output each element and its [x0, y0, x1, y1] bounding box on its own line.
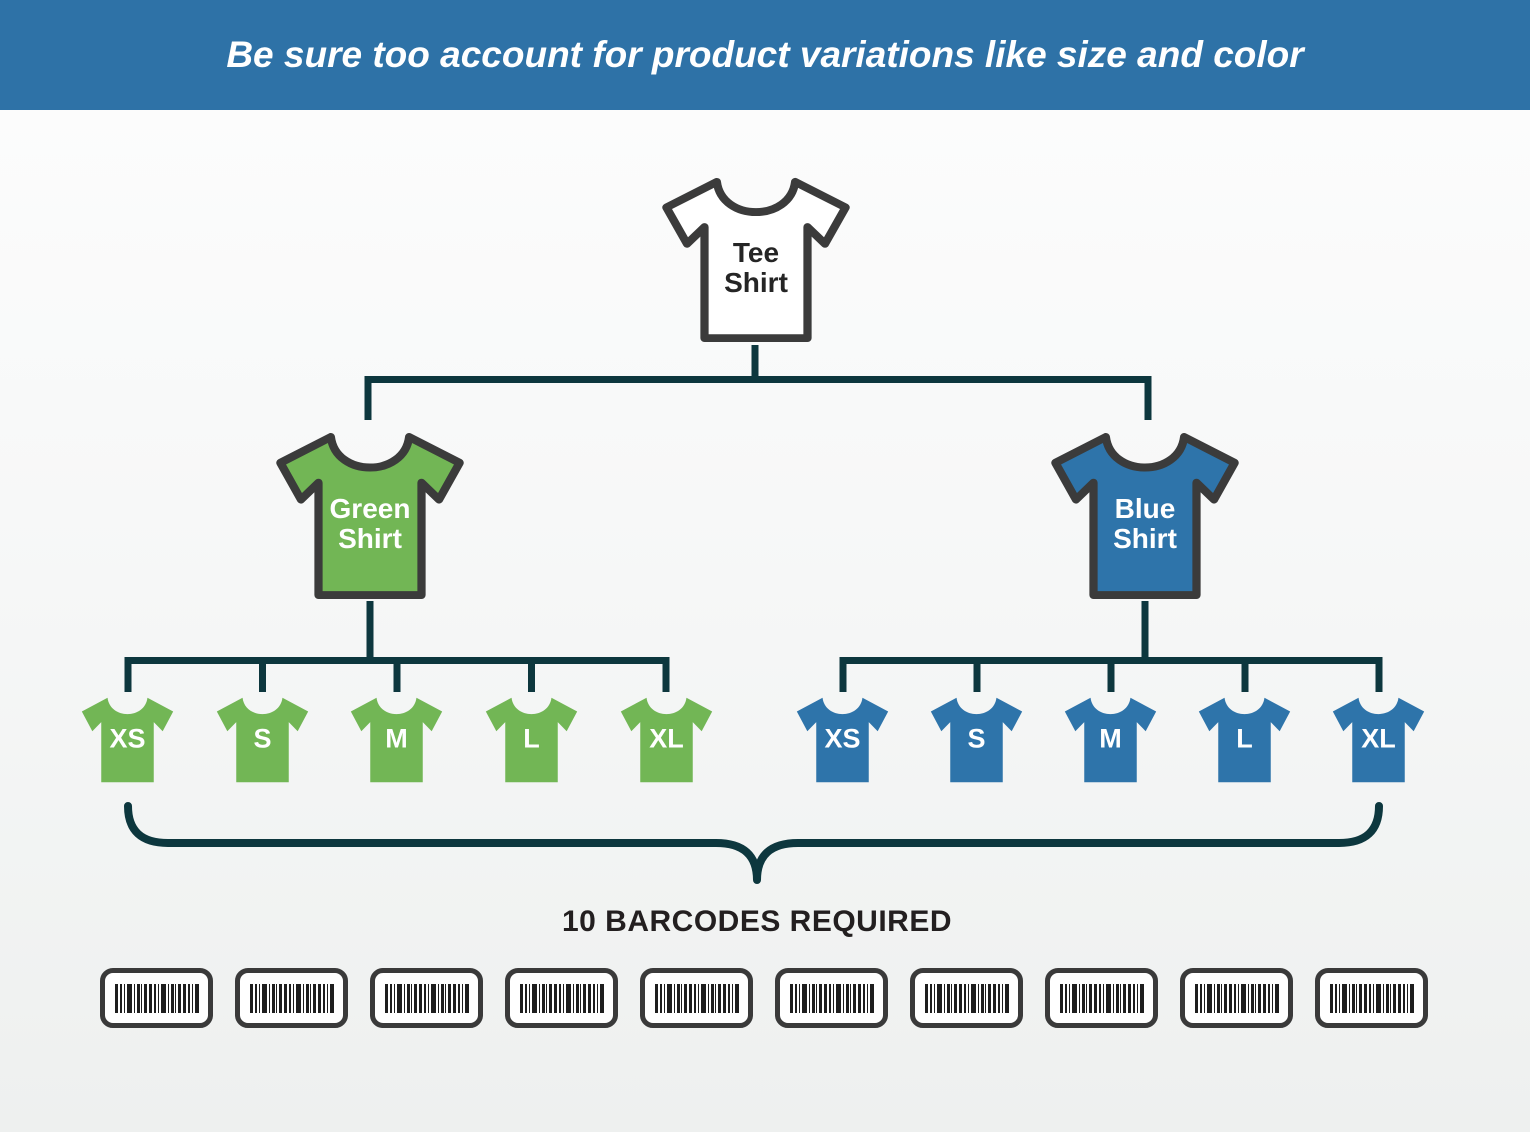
barcode-bars — [1059, 983, 1144, 1013]
barcode-icon — [235, 968, 348, 1028]
barcode-bars — [1194, 983, 1279, 1013]
barcode-icon — [775, 968, 888, 1028]
tshirt-icon — [1051, 432, 1239, 600]
barcode-bars — [249, 983, 334, 1013]
blue-size-shirt-s: S — [924, 694, 1029, 786]
barcode-icon — [505, 968, 618, 1028]
blue-size-shirt-xs: XS — [790, 694, 895, 786]
tshirt-icon — [81, 697, 174, 783]
barcode-bars — [789, 983, 874, 1013]
banner: Be sure too account for product variatio… — [0, 0, 1530, 110]
tshirt-icon — [485, 697, 578, 783]
barcode-icon — [640, 968, 753, 1028]
green-size-shirt-m: M — [344, 694, 449, 786]
tshirt-icon — [930, 697, 1023, 783]
tshirt-icon — [620, 697, 713, 783]
root-shirt-label: Tee Shirt — [724, 236, 788, 298]
tshirt-icon — [1064, 697, 1157, 783]
tshirt-icon — [1332, 697, 1425, 783]
size-label: S — [967, 723, 986, 754]
size-label: L — [1236, 723, 1253, 754]
green-size-shirt-l: L — [479, 694, 584, 786]
blue-size-shirt-l: L — [1192, 694, 1297, 786]
barcode-bars — [654, 983, 739, 1013]
size-label: XS — [824, 723, 861, 754]
brace-icon — [124, 802, 1383, 884]
blue-size-shirt-xl: XL — [1326, 694, 1431, 786]
barcode-bars — [924, 983, 1009, 1013]
blue-size-shirt-m: M — [1058, 694, 1163, 786]
size-label: L — [523, 723, 540, 754]
barcode-bars — [519, 983, 604, 1013]
tshirt-icon — [276, 432, 464, 600]
size-label: XS — [109, 723, 146, 754]
barcode-icon — [910, 968, 1023, 1028]
green-size-shirt-xl: XL — [614, 694, 719, 786]
green-size-shirt-s: S — [210, 694, 315, 786]
size-label: XL — [649, 723, 684, 754]
tshirt-icon — [216, 697, 309, 783]
root-tee-shirt: Tee Shirt — [653, 175, 859, 345]
tshirt-icon — [1198, 697, 1291, 783]
barcode-icon — [1180, 968, 1293, 1028]
green-shirt-label: Green Shirt — [329, 492, 411, 554]
barcode-icon — [370, 968, 483, 1028]
size-label: S — [253, 723, 272, 754]
size-label: M — [1099, 723, 1122, 754]
barcode-bars — [384, 983, 469, 1013]
barcode-icon — [1045, 968, 1158, 1028]
tshirt-icon — [350, 697, 443, 783]
barcodes-required-label: 10 BARCODES REQUIRED — [561, 905, 953, 938]
size-label: M — [385, 723, 408, 754]
barcode-icon — [100, 968, 213, 1028]
size-label: XL — [1361, 723, 1396, 754]
green-size-shirt-xs: XS — [75, 694, 180, 786]
blue-shirt-label: Blue Shirt — [1113, 492, 1177, 554]
barcode-bars — [114, 983, 199, 1013]
variant-green-shirt: Green Shirt — [267, 430, 473, 602]
banner-title: Be sure too account for product variatio… — [226, 34, 1304, 75]
tshirt-icon — [796, 697, 889, 783]
barcode-bars — [1329, 983, 1414, 1013]
variant-blue-shirt: Blue Shirt — [1042, 430, 1248, 602]
tshirt-icon — [662, 177, 850, 343]
barcode-icon — [1315, 968, 1428, 1028]
